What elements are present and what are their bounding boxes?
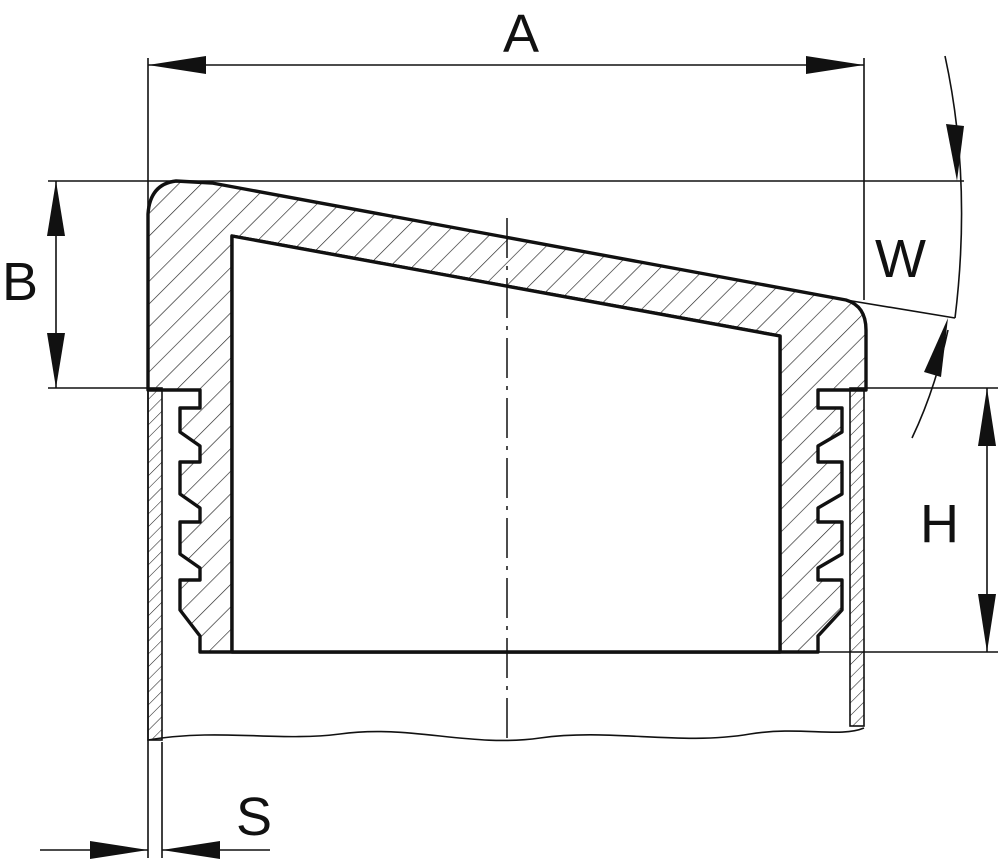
extension-lines: [48, 58, 998, 858]
cap-inner-cavity: [230, 234, 782, 654]
dimension-w: W: [875, 55, 964, 439]
dimension-label-a: A: [503, 4, 539, 64]
arrowhead-icon: [90, 841, 148, 859]
dimension-label-b: B: [2, 252, 38, 312]
dimension-label-w: W: [875, 229, 926, 289]
tube-wall-left: [147, 387, 163, 741]
arrowhead-icon: [978, 388, 996, 446]
arrowhead-icon: [806, 56, 864, 74]
arrowhead-icon: [148, 56, 206, 74]
arrowhead-icon: [978, 594, 996, 652]
dimension-label-s: S: [236, 787, 272, 847]
arrowhead-icon: [946, 124, 964, 181]
tube-wall-right: [849, 387, 865, 727]
arrowhead-icon: [162, 841, 220, 859]
dimension-s: S: [40, 787, 272, 859]
dimension-a: A: [148, 4, 864, 74]
tube-break-line: [147, 727, 865, 742]
dimension-b: B: [2, 181, 65, 388]
arrowhead-icon: [924, 318, 948, 377]
dimension-label-h: H: [920, 494, 959, 554]
arrowhead-icon: [47, 333, 65, 388]
dimension-h: H: [920, 388, 996, 652]
arrowhead-icon: [47, 181, 65, 236]
